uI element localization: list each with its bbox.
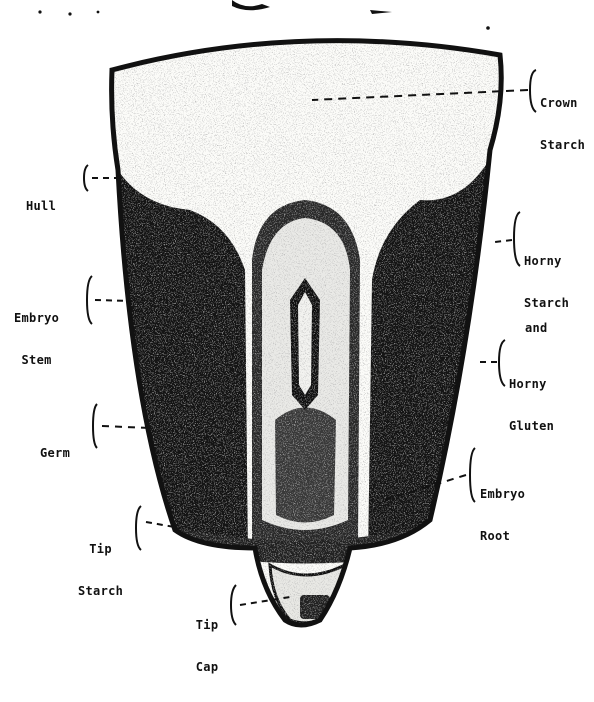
label-and-text: and [525, 321, 555, 335]
label-embryo-stem-line2: Stem [14, 353, 59, 367]
label-horny-starch-line1: Horny [524, 254, 569, 268]
kernel-diagram: Crown Starch Hull Horny Starch and Horny… [0, 0, 594, 637]
label-crown-starch-line1: Crown [540, 96, 585, 110]
label-germ-line1: Germ [40, 446, 70, 460]
label-horny-gluten: Horny Gluten [509, 349, 554, 461]
label-embryo-stem-line1: Embryo [14, 311, 59, 325]
label-crown-starch: Crown Starch [540, 68, 585, 180]
label-germ: Germ [40, 418, 70, 488]
label-horny-gluten-line2: Gluten [509, 419, 554, 433]
label-crown-starch-line2: Starch [540, 138, 585, 152]
label-tip-starch: Tip Starch [78, 514, 123, 626]
label-tip-cap: Tip Cap [192, 590, 222, 702]
label-embryo-root-line1: Embryo [480, 487, 525, 501]
label-tip-starch-line1: Tip [78, 542, 123, 556]
label-embryo-root-line2: Root [480, 529, 525, 543]
label-tip-cap-line1: Tip [192, 618, 222, 632]
label-hull-line1: Hull [26, 199, 56, 213]
label-embryo-root: Embryo Root [480, 459, 525, 571]
label-hull: Hull [26, 171, 56, 241]
label-tip-starch-line2: Starch [78, 584, 123, 598]
label-embryo-stem: Embryo Stem [14, 283, 59, 395]
top-marks [38, 0, 489, 30]
label-horny-gluten-line1: Horny [509, 377, 554, 391]
kernel-body [100, 20, 520, 637]
label-tip-cap-line2: Cap [192, 660, 222, 674]
